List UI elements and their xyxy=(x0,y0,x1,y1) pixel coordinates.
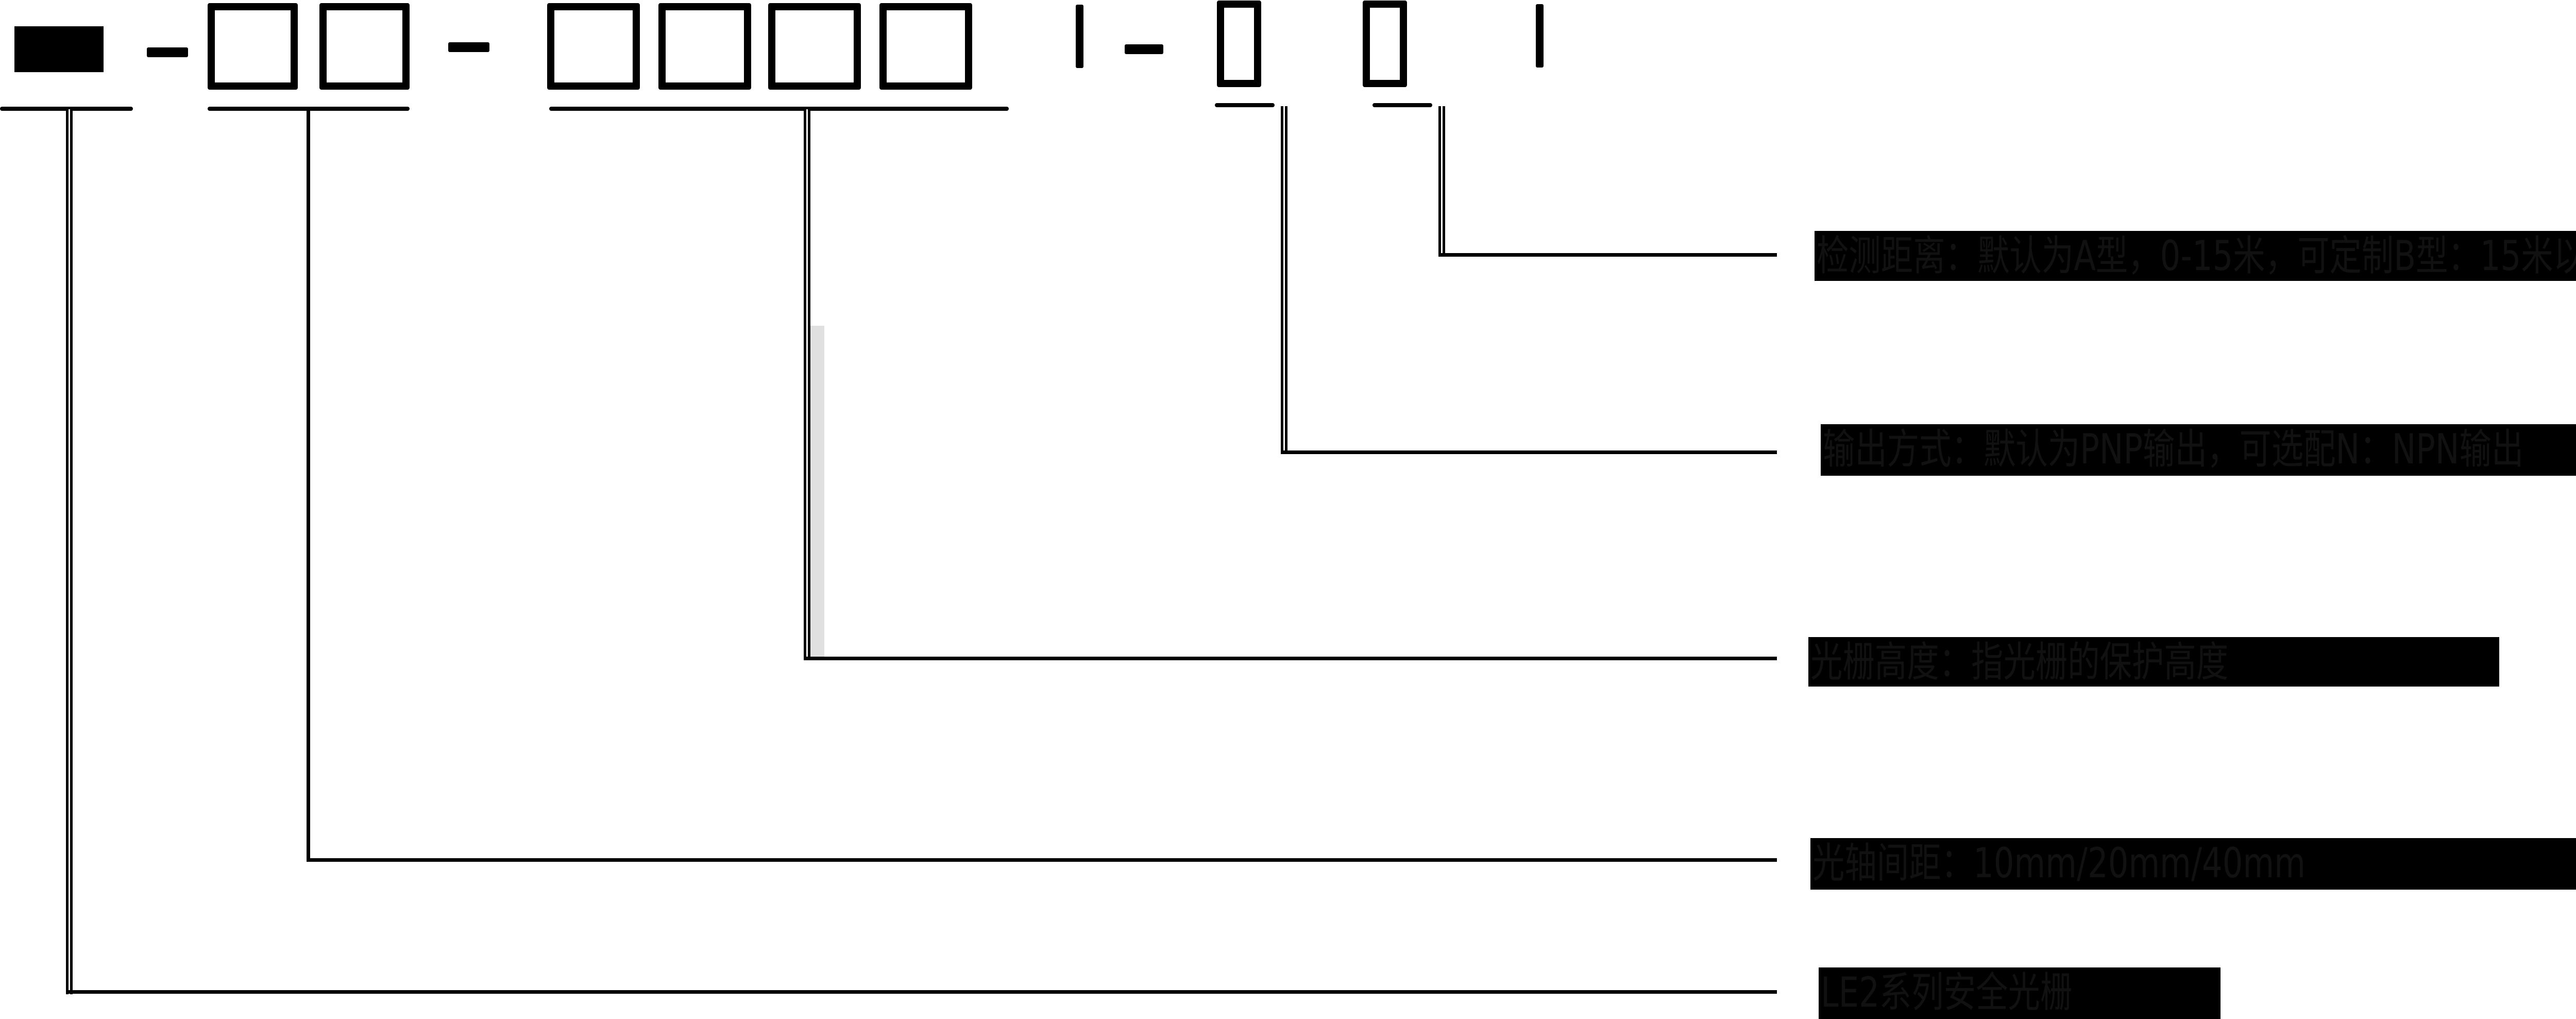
leader-output-horizontal xyxy=(1281,450,1777,454)
separator-dash-3 xyxy=(1125,44,1163,54)
label-beam-spacing: 光轴间距：10mm/20mm/40mm xyxy=(1810,838,2576,890)
label-curtain-height-text: 光栅高度：指光栅的保护高度 xyxy=(1810,638,2229,686)
label-series-text: LE2系列安全光栅 xyxy=(1821,968,2073,1016)
leader-distance-vertical xyxy=(1438,106,1445,256)
label-detection-distance: 检测距离：默认为A型，0-15米，可定制B型：15米以上 xyxy=(1815,231,2576,281)
leader-series-vertical xyxy=(66,109,73,994)
label-curtain-height: 光栅高度：指光栅的保护高度 xyxy=(1808,637,2499,687)
leader-beam-spacing-horizontal xyxy=(307,858,1777,862)
underline-output xyxy=(1215,103,1275,107)
leader-output-vertical xyxy=(1281,106,1287,454)
underline-series xyxy=(0,107,133,111)
series-block xyxy=(14,26,104,72)
label-beam-spacing-text: 光轴间距：10mm/20mm/40mm xyxy=(1812,839,2306,887)
bar-1 xyxy=(1076,5,1083,68)
underline-beam-spacing xyxy=(208,107,410,111)
beam-spacing-box-1 xyxy=(208,3,298,90)
separator-dash-2 xyxy=(448,42,489,52)
label-detection-distance-text: 检测距离：默认为A型，0-15米，可定制B型：15米以上 xyxy=(1817,232,2576,280)
distance-box xyxy=(1363,1,1407,87)
height-box-3 xyxy=(768,3,861,90)
label-series: LE2系列安全光栅 xyxy=(1819,967,2221,1019)
beam-spacing-box-2 xyxy=(319,3,410,90)
label-output-mode-text: 输出方式：默认为PNP输出，可选配N：NPN输出 xyxy=(1823,425,2524,473)
height-box-4 xyxy=(879,3,972,90)
leader-height-vertical xyxy=(804,109,810,660)
bar-2 xyxy=(1536,4,1544,68)
underline-height xyxy=(549,107,1009,111)
leader-height-horizontal xyxy=(804,657,1777,660)
separator-dash-1 xyxy=(147,47,188,57)
height-box-2 xyxy=(658,3,751,90)
label-output-mode: 输出方式：默认为PNP输出，可选配N：NPN输出 xyxy=(1821,424,2576,476)
leader-beam-spacing-vertical xyxy=(307,109,310,862)
underline-distance xyxy=(1372,103,1432,107)
output-box xyxy=(1217,1,1261,87)
leader-distance-horizontal xyxy=(1438,253,1777,257)
leader-series-horizontal xyxy=(66,990,1777,994)
height-box-1 xyxy=(547,3,640,90)
